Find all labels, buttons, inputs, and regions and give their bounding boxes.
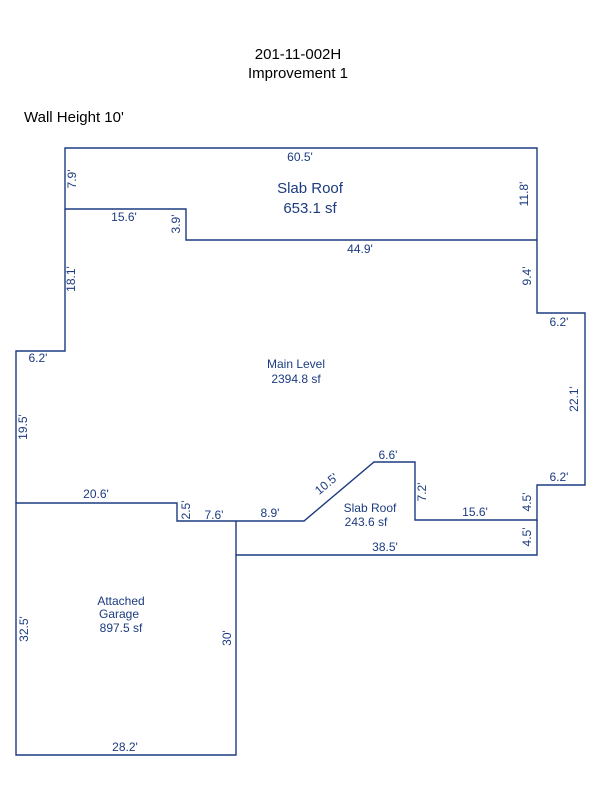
dim-notch-height: 3.9': [169, 215, 183, 234]
dim-left-step: 6.2': [29, 351, 48, 365]
slab-roof-small-label: Slab Roof: [344, 501, 397, 515]
dim-garage-top: 20.6': [83, 487, 109, 501]
slab-roof-top-label: Slab Roof: [277, 180, 344, 197]
dim-right-bump: 22.1': [567, 386, 581, 412]
dim-right-upper: 11.8': [517, 182, 531, 207]
slab-roof-small-outline: [235, 520, 538, 556]
dim-bump-right-top: 6.2': [550, 315, 569, 329]
garage-outline: [15, 503, 237, 756]
wall-height: Wall Height 10': [24, 109, 124, 126]
dim-step-down: 2.5': [179, 501, 193, 520]
dim-top-width: 60.5': [287, 150, 313, 164]
dim-notch-width: 15.6': [111, 210, 137, 224]
dim-right-4-5-upper: 4.5': [520, 493, 534, 512]
dim-left-upper: 7.9': [65, 170, 79, 189]
dim-garage-right: 30': [220, 630, 234, 646]
slab-roof-small-size: 243.6 sf: [345, 515, 388, 529]
improvement-label: Improvement 1: [248, 65, 348, 82]
main-level-size: 2394.8 sf: [271, 372, 321, 386]
floor-plan-outline: [15, 147, 586, 756]
main-level-outline: [15, 209, 586, 522]
main-level-label: Main Level: [267, 357, 325, 371]
dim-bottom-38-5: 38.5': [372, 540, 398, 554]
dim-bump-right-bottom: 6.2': [550, 470, 569, 484]
dim-left-mid: 18.1': [64, 266, 78, 292]
garage-size: 897.5 sf: [100, 621, 143, 635]
dim-garage-bottom: 28.2': [112, 740, 138, 754]
dim-step-run: 7.6': [205, 508, 224, 522]
dim-small-top: 6.6': [379, 448, 398, 462]
dim-garage-left: 32.5': [17, 616, 31, 642]
slab-roof-top-size: 653.1 sf: [283, 200, 337, 217]
dim-small-bottom: 15.6': [462, 505, 488, 519]
dim-left-lower: 19.5': [16, 414, 30, 440]
garage-label-line1: Attached: [97, 594, 144, 608]
dim-small-drop: 7.2': [415, 483, 429, 502]
dim-right-mid: 9.4': [520, 267, 534, 286]
parcel-id: 201-11-002H: [255, 46, 341, 63]
dim-roof-bottom: 44.9': [347, 242, 373, 256]
dim-right-4-5-lower: 4.5': [520, 528, 534, 547]
garage-label-line2: Garage: [99, 607, 139, 621]
dim-run-8-9: 8.9': [261, 506, 280, 520]
